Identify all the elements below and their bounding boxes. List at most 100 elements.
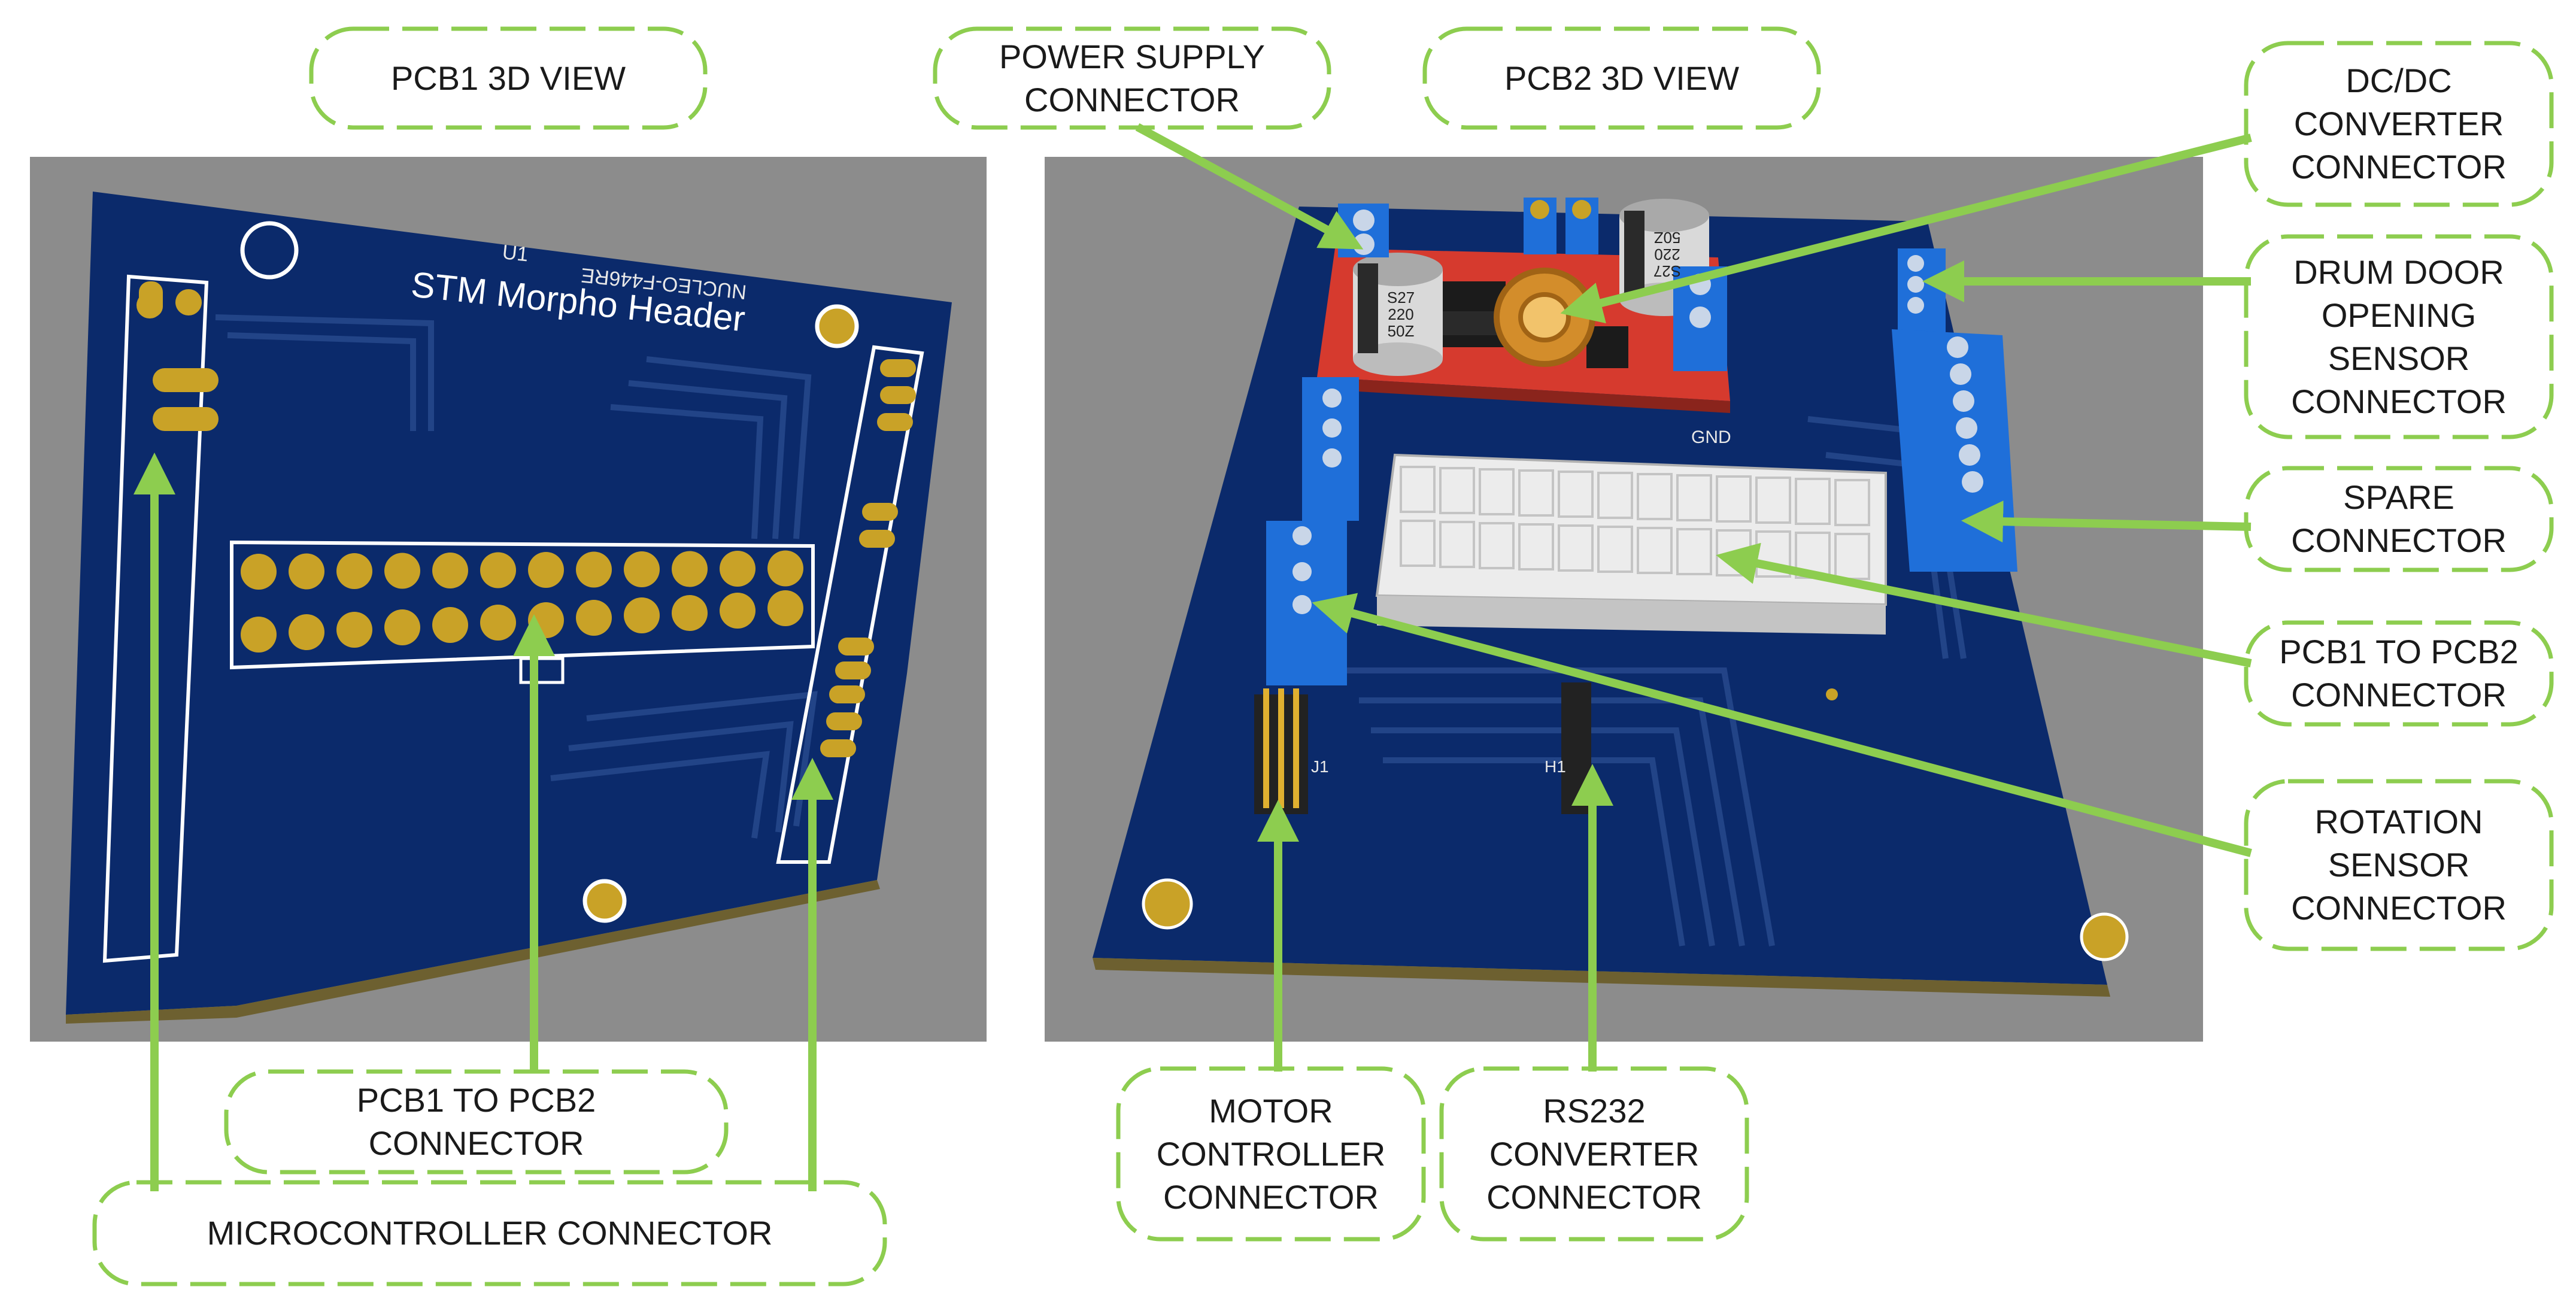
pcb2-pcb1-to-pcb2-label: PCB1 TO PCB2 CONNECTOR bbox=[2279, 633, 2519, 714]
dcdc-converter-module: GND bbox=[1317, 198, 1731, 447]
pcb1-connector-pad bbox=[384, 553, 420, 589]
pcb2-connector-pin-cell bbox=[1400, 466, 1436, 513]
pcb2-connector-pin-cell bbox=[1439, 521, 1475, 568]
spare-box bbox=[2244, 466, 2554, 572]
motor-controller-pin-header: J1 bbox=[1254, 688, 1329, 814]
arrow-spare bbox=[1961, 500, 2252, 543]
spare-label: SPARE CONNECTOR bbox=[2291, 478, 2507, 559]
pcb2-connector-pin-cell bbox=[1558, 471, 1594, 518]
pcb1-connector-pad bbox=[528, 552, 564, 588]
pcb2-via bbox=[1826, 688, 1838, 700]
pcb2-title-box bbox=[1422, 26, 1821, 130]
pcb1-connector-pad bbox=[576, 600, 612, 636]
pcb2-connector-pin-cell bbox=[1716, 475, 1752, 523]
pcb2-connector-pin-cell bbox=[1795, 478, 1831, 525]
pcb1-to-pcb2-connector-housing bbox=[1375, 453, 1887, 635]
pcb1-connector-pad bbox=[480, 552, 516, 588]
pcb2-mounting-hole bbox=[1142, 878, 1193, 930]
pcb2-board-edge bbox=[1093, 958, 2110, 997]
power-supply-box bbox=[933, 26, 1331, 130]
drum-door-terminal-block bbox=[1898, 248, 1946, 338]
pcb1-left-header-pads bbox=[136, 281, 219, 431]
pcb1-connector-pad bbox=[624, 551, 660, 587]
pcb1-title: PCB1 3D VIEW bbox=[390, 59, 626, 97]
pcb1-connector-pad bbox=[480, 605, 516, 641]
pcb1-title-box bbox=[309, 26, 708, 130]
rotation-sensor-terminal-block bbox=[1266, 521, 1347, 685]
electrolytic-capacitor bbox=[1353, 253, 1443, 376]
pcb2-connector-pin-cell bbox=[1597, 472, 1633, 519]
dcdc-label: DC/DC CONVERTER CONNECTOR bbox=[2291, 62, 2507, 186]
pcb1-connector-pad bbox=[432, 553, 468, 588]
dcdc-box bbox=[2244, 41, 2554, 207]
pcb2-mounting-hole bbox=[2080, 912, 2129, 961]
motor-label: MOTOR CONTROLLER CONNECTOR bbox=[1156, 1091, 1386, 1216]
arrow-rotation bbox=[1312, 593, 2252, 857]
pcb2-connector-pin-cell bbox=[1597, 526, 1633, 573]
pcb1-board bbox=[66, 192, 952, 1015]
pcb2-connector-pin-cell bbox=[1518, 523, 1554, 570]
pcb1-pcb1-to-pcb2-box bbox=[224, 1069, 729, 1175]
pcb1-connector-pad bbox=[720, 593, 755, 629]
pcb1-connector-pad bbox=[767, 590, 803, 626]
pcb1-connector-pad bbox=[576, 551, 612, 588]
pcb2-connector-pin-cell bbox=[1755, 477, 1791, 524]
pcb2-connector-pin-cell bbox=[1479, 522, 1515, 569]
pcb1-connector-pad bbox=[672, 551, 708, 587]
pcb2-pcb1-to-pcb2-box bbox=[2244, 620, 2554, 727]
pcb2-connector-pin-cell bbox=[1439, 467, 1475, 514]
pcb1-connector-pad bbox=[384, 609, 420, 645]
pcb1-3d-render: U1 NUCLEO-F446RE STM Morpho Header bbox=[30, 157, 987, 1042]
pcb2-connector-pin-cell bbox=[1518, 469, 1554, 517]
microcontroller-box bbox=[92, 1180, 887, 1286]
rotation-box bbox=[2244, 779, 2554, 951]
pcb2-title: PCB2 3D VIEW bbox=[1504, 59, 1740, 97]
pcb1-right-header-pads bbox=[820, 359, 916, 757]
pcb1-connector-pad bbox=[336, 612, 372, 648]
pcb2-connector-pin-cell bbox=[1676, 474, 1712, 521]
pcb1-connector-pad bbox=[289, 614, 324, 650]
pcb1-center-connector-pads bbox=[241, 550, 803, 653]
drum-door-box bbox=[2244, 234, 2554, 439]
pcb2-connector-pin-cell bbox=[1400, 520, 1436, 567]
pcb2-connector-pin-cell bbox=[1558, 524, 1594, 572]
pcb1-silkscreen-ref: U1 bbox=[501, 241, 529, 266]
arrow-dcdc bbox=[1560, 133, 2252, 324]
pcb1-center-connector-key bbox=[519, 657, 565, 684]
capacitor-marking: S27 220 50Z bbox=[1653, 229, 1682, 280]
arrow-pcb2-connector bbox=[1716, 542, 2252, 667]
rs232-label: RS232 CONVERTER CONNECTOR bbox=[1486, 1091, 1702, 1216]
pcb2-connector-pin-cell bbox=[1834, 479, 1870, 526]
pcb1-connector-pad bbox=[432, 607, 468, 643]
spare-terminal-block bbox=[1892, 329, 2017, 572]
pcb1-left-header-outline bbox=[102, 274, 209, 963]
pcb2-connector-pin-cell bbox=[1637, 473, 1673, 520]
power-supply-label: POWER SUPPLY CONNECTOR bbox=[999, 37, 1265, 119]
pcb1-mounting-hole bbox=[815, 304, 859, 348]
callout-boxes bbox=[92, 26, 2554, 1286]
arrow-power-supply bbox=[1135, 123, 1364, 250]
rotation-label: ROTATION SENSOR CONNECTOR bbox=[2291, 803, 2507, 927]
pcb1-connector-pad bbox=[720, 551, 755, 587]
pcb1-connector-pad bbox=[241, 554, 277, 590]
electrolytic-capacitor bbox=[1619, 199, 1709, 316]
pcb1-pcb1-to-pcb2-label: PCB1 TO PCB2 CONNECTOR bbox=[356, 1081, 596, 1162]
pcb2-connector-pin-cell bbox=[1637, 527, 1673, 574]
pcb1-connector-pad bbox=[767, 550, 803, 587]
pcb1-connector-pad bbox=[624, 597, 660, 633]
pcb1-connector-pad bbox=[241, 617, 277, 653]
microcontroller-label: MICROCONTROLLER CONNECTOR bbox=[207, 1214, 773, 1252]
pcb2-traces bbox=[1347, 416, 1967, 946]
pcb1-right-header-outline bbox=[776, 345, 924, 864]
pcb2-silkscreen-j1: J1 bbox=[1311, 757, 1329, 776]
vertical-terminal-block bbox=[1302, 377, 1359, 521]
pcb2-silkscreen-h1: H1 bbox=[1545, 757, 1566, 776]
pcb1-connector-pad bbox=[336, 553, 372, 589]
pcb1-center-connector-outline bbox=[230, 540, 815, 670]
motor-box bbox=[1116, 1066, 1426, 1242]
pcb1-connector-pad bbox=[672, 595, 708, 631]
trimmer-potentiometers bbox=[1524, 198, 1598, 254]
capacitor-marking: S27 220 50Z bbox=[1386, 289, 1415, 340]
pcb1-mounting-hole bbox=[582, 879, 627, 923]
